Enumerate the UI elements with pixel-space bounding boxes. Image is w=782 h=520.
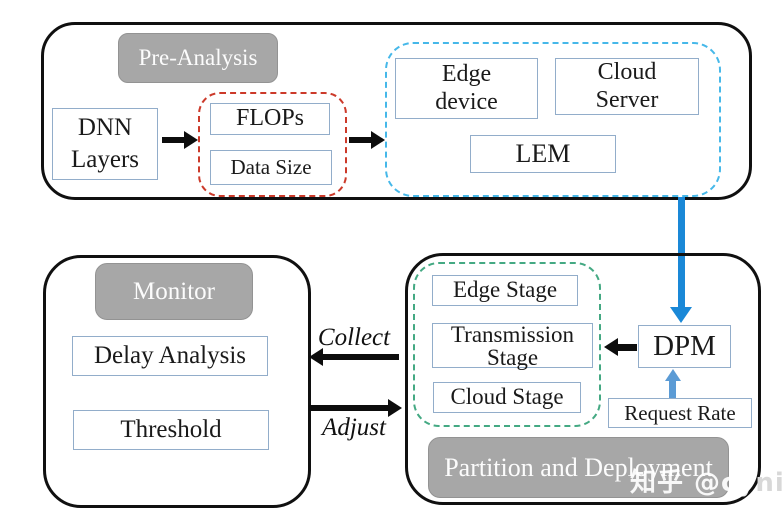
edge-device-text: Edge device [435,60,498,115]
arrow-shaft [669,381,676,399]
lem-box: LEM [470,135,616,173]
arrow-shaft [323,354,399,360]
arrow-dpm-to-stages-icon [604,338,637,356]
pre-analysis-label: Pre-Analysis [118,33,278,83]
arrow-request-rate-to-dpm-icon [664,369,681,399]
transmission-stage-box: Transmission Stage [432,321,593,370]
flops-box: FLOPs [210,103,330,135]
dnn-layers-text: DNN Layers [70,113,140,174]
data-size-box: Data Size [210,150,332,185]
partition-deployment-label-text: Partition and Deployment [444,452,713,482]
monitor-container [43,255,311,508]
dnn-layers-box: DNN Layers [52,108,158,180]
arrow-head-up [664,369,681,381]
lem-text: LEM [515,139,571,169]
cloud-server-box: Cloud Server [555,58,699,115]
data-size-text: Data Size [230,155,312,180]
arrow-collect-icon [309,348,399,366]
stages-group-box [413,262,601,427]
cloud-stage-text: Cloud Stage [450,384,564,410]
arrow-head-down [670,307,692,323]
monitor-label: Monitor [95,263,253,320]
arrow-dnn-to-flops-icon [162,131,198,149]
adjust-label: Adjust [322,414,386,441]
arrow-head-right [371,131,385,149]
arrow-head-right [388,399,402,417]
threshold-box: Threshold [73,410,269,450]
monitor-label-text: Monitor [133,277,215,305]
arrow-shaft [349,137,371,143]
watermark: 知乎 @cynic [630,462,782,499]
delay-analysis-box: Delay Analysis [72,336,268,376]
cloud-server-text: Cloud Server [595,58,659,113]
watermark-part1: 知乎 @cy [630,468,756,498]
dpm-text: DPM [653,329,716,362]
transmission-stage-text: Transmission Stage [450,321,575,370]
arrow-head-right [184,131,198,149]
pre-analysis-label-text: Pre-Analysis [138,45,258,70]
watermark-part2: nic [755,468,782,498]
request-rate-text: Request Rate [624,400,736,425]
edge-device-box: Edge device [395,58,538,119]
arrow-adjust-icon [309,399,402,417]
arrow-head-left [309,348,323,366]
arrow-head-left [604,338,618,356]
arrow-shaft [618,343,637,351]
arrow-shaft [309,405,388,411]
profiling-group-box [198,92,347,197]
arrow-flops-to-lem-icon [349,131,385,149]
pre-analysis-container [41,22,752,200]
delay-analysis-text: Delay Analysis [93,341,247,369]
arrow-shaft [677,197,685,307]
partition-deployment-container [405,253,761,505]
collect-label: Collect [317,324,391,351]
edge-stage-box: Edge Stage [432,275,578,306]
threshold-text: Threshold [120,415,222,443]
cloud-stage-box: Cloud Stage [433,382,581,413]
arrow-lem-to-dpm-icon [670,197,692,323]
arrow-shaft [162,137,184,143]
edge-stage-text: Edge Stage [452,277,558,303]
dpm-box: DPM [638,325,731,368]
lem-group-box [385,42,721,197]
flops-text: FLOPs [235,105,305,132]
request-rate-box: Request Rate [608,398,752,428]
partition-deployment-label: Partition and Deployment [428,437,729,498]
